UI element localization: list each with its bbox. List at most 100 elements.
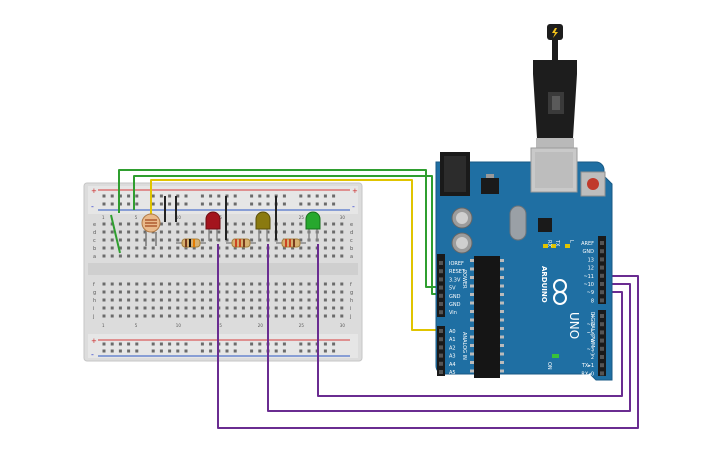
hole [299,314,303,318]
arduino-uno-board[interactable]: RX TX L ON ARDUINO UNO IOREFRESET3.3V5VG… [435,147,613,381]
hole [200,254,204,258]
header-pin[interactable] [439,293,443,298]
hole [110,342,114,346]
hole [110,254,114,258]
photoresistor[interactable] [141,213,161,246]
hole [282,349,286,353]
resistor[interactable] [176,238,206,248]
hole [217,194,221,198]
hole [159,238,163,242]
hole [102,282,106,286]
header-pin[interactable] [439,370,443,374]
hole [241,298,245,302]
reset-button[interactable] [580,171,606,197]
header-pin[interactable] [439,285,443,290]
header-pin[interactable] [600,338,604,343]
header-pin[interactable] [600,346,604,351]
hole [291,282,295,286]
hole [176,254,180,258]
hole [323,202,327,206]
hole [291,222,295,226]
led-yellow[interactable] [255,211,271,241]
hole [151,246,155,250]
header-pin[interactable] [600,363,604,368]
hole [135,349,139,353]
header-pin[interactable] [600,322,604,327]
header-pin[interactable] [600,257,604,262]
hole [184,342,188,346]
hole [340,222,344,226]
header-pin[interactable] [439,269,443,274]
hole [200,342,204,346]
hole [168,230,172,234]
hole [184,306,188,310]
hole [323,222,327,226]
header-pin[interactable] [439,353,443,358]
header-pin[interactable] [600,314,604,318]
row-letter: g [93,290,96,296]
header-pin[interactable] [439,302,443,306]
hole [250,342,254,346]
hole [151,306,155,310]
header-pin[interactable] [600,273,604,278]
header-pin[interactable] [439,277,443,282]
header-pin[interactable] [439,261,443,265]
hole [118,298,122,302]
hole [176,342,180,346]
hole [323,314,327,318]
header-pin[interactable] [600,371,604,376]
hole [110,306,114,310]
header-pin[interactable] [600,330,604,335]
hole [299,290,303,294]
hole [282,254,286,258]
hole [110,349,114,353]
header-pin[interactable] [439,361,443,366]
header-pin[interactable] [439,329,443,333]
header-pin[interactable] [600,298,604,303]
hole [340,230,344,234]
hole [299,230,303,234]
hole [176,290,180,294]
hole [332,230,336,234]
header-pin[interactable] [600,290,604,295]
led-green[interactable] [305,211,321,241]
hole [168,342,172,346]
tx-label: TX [554,239,560,247]
hole [233,314,237,318]
on-label: ON [546,362,552,370]
hole [110,238,114,242]
hole [200,314,204,318]
header-pin[interactable] [439,345,443,350]
l-label: L [568,240,574,243]
row-letter: d [93,230,96,236]
header-pin[interactable] [439,310,443,315]
hole [168,349,172,353]
resistor[interactable] [226,238,256,248]
header-pin[interactable] [600,265,604,270]
hole [307,349,311,353]
header-pin[interactable] [600,241,604,245]
header-pin[interactable] [439,337,443,342]
wire-purple-pin9 [317,244,623,397]
hole [143,290,147,294]
hole [151,238,155,242]
pin-label: GND [449,294,461,300]
analog-header [439,329,443,374]
led-red[interactable] [205,211,221,241]
analog-header-title: ANALOG IN [461,332,467,360]
hole [209,202,213,206]
header-pin[interactable] [600,282,604,286]
header-pin[interactable] [600,355,604,359]
hole [135,290,139,294]
resistor[interactable] [276,238,306,248]
hole [168,238,172,242]
hole [340,306,344,310]
usb-cable[interactable] [533,24,577,154]
hole [200,238,204,242]
hole [241,314,245,318]
chip-pin [500,276,504,279]
pin-label: ~11 [583,274,594,280]
header-pin[interactable] [600,249,604,254]
hole [323,298,327,302]
